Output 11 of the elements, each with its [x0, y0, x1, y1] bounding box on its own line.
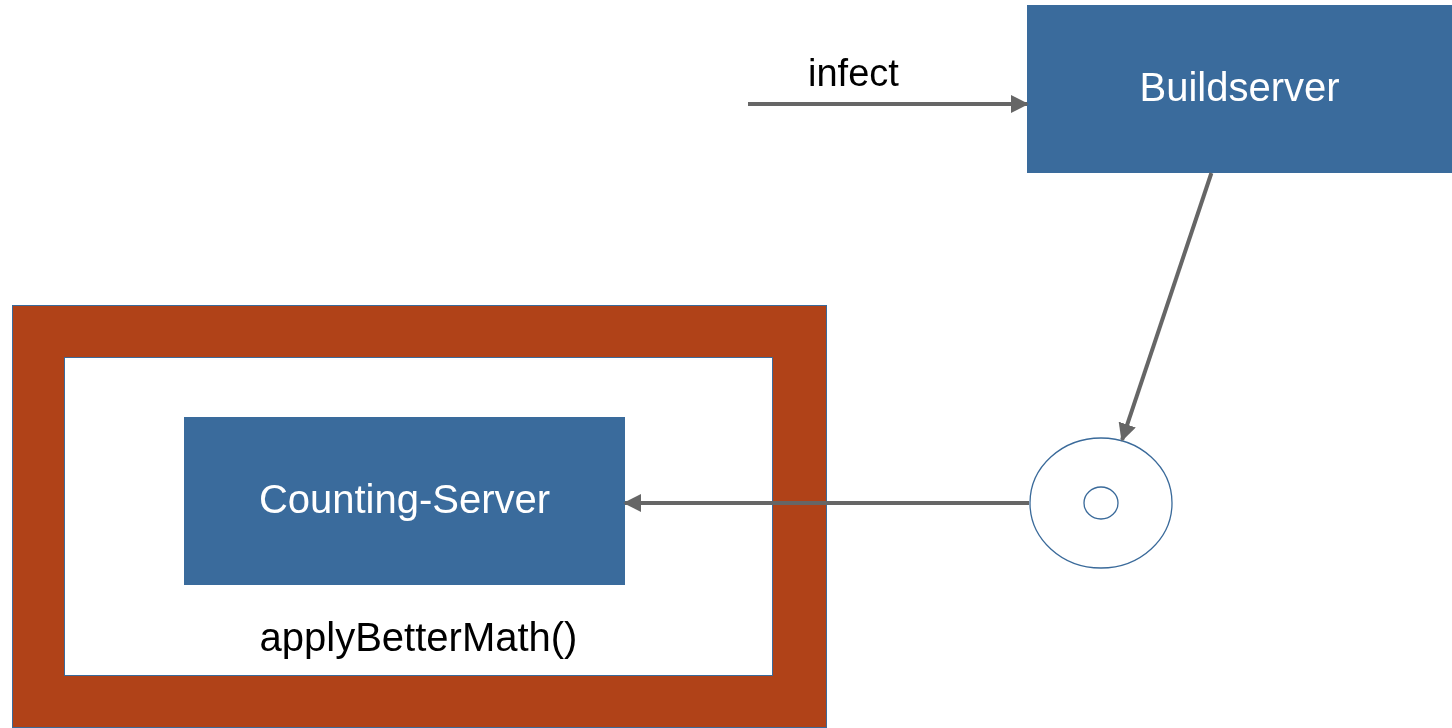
frame-box — [12, 305, 827, 728]
box-label: Buildserver — [1139, 65, 1340, 110]
server-box — [184, 417, 625, 585]
edge-label: infect — [808, 52, 899, 95]
server-box — [1027, 5, 1452, 173]
arrow — [623, 494, 1029, 512]
arrow — [748, 95, 1029, 113]
arrow — [1118, 172, 1214, 442]
function-label: applyBetterMath() — [259, 615, 578, 660]
container-box — [64, 357, 773, 676]
box-label: Counting-Server — [258, 477, 551, 522]
